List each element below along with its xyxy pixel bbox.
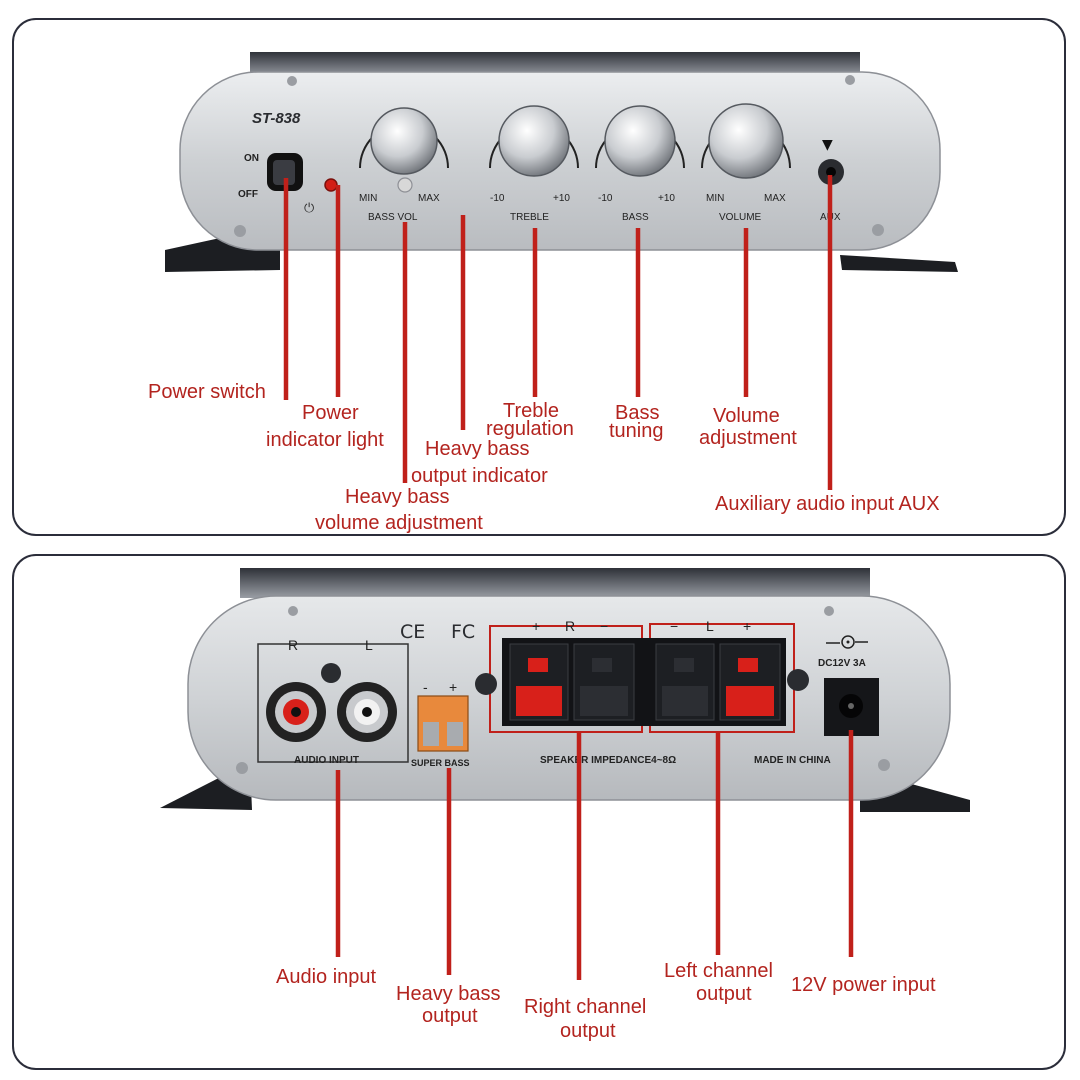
screw-icon <box>824 606 834 616</box>
bass-knob[interactable] <box>595 105 685 177</box>
treble-max-label: +10 <box>553 193 570 204</box>
power-symbol-icon: ⏻ <box>304 201 314 216</box>
super-bass-label: SUPER BASS <box>411 758 470 768</box>
callout-bass-volume-line1: Heavy bass <box>345 486 450 508</box>
callout-bass-indicator-line2: output indicator <box>411 465 548 487</box>
callout-bass-indicator-line1: Heavy bass <box>425 438 530 460</box>
callout-heavy-bass-line2: output <box>422 1005 478 1027</box>
callout-right-channel-line2: output <box>560 1020 616 1042</box>
treble-knob[interactable] <box>489 105 579 177</box>
screw-icon <box>321 663 341 683</box>
aux-arrow-icon: ▼ <box>822 137 833 153</box>
model-label: ST-838 <box>252 110 301 127</box>
volume-knob[interactable] <box>701 103 791 179</box>
spk-l-label: L <box>706 618 714 634</box>
screw-icon <box>234 225 246 237</box>
treble-name-label: TREBLE <box>510 212 549 223</box>
audio-input-frame <box>257 643 409 763</box>
screw-icon <box>787 669 809 691</box>
impedance-label: SPEAKER IMPEDANCE4~8Ω <box>540 755 676 766</box>
callout-treble-line2: regulation <box>486 418 574 440</box>
rear-callout-lines <box>335 730 854 980</box>
spk-l-plus-clip[interactable] <box>719 643 781 721</box>
spk-r-label: R <box>565 618 575 634</box>
audio-input-label: AUDIO INPUT <box>294 755 359 766</box>
front-heatsink-fins <box>250 52 860 74</box>
spk-r-minus-label: − <box>600 618 608 634</box>
screw-icon <box>878 759 890 771</box>
callout-heavy-bass-line1: Heavy bass <box>396 983 501 1005</box>
front-device: ST-838 ON OFF ⏻ MIN MAX BASS VO <box>165 52 958 272</box>
rear-device: CE FC R L AUDIO INPUT - + SUPER BASS <box>160 568 970 812</box>
ce-mark-icon: CE <box>400 621 425 643</box>
dc-rating-label: DC12V 3A <box>818 658 866 669</box>
spk-l-plus-label: + <box>743 618 751 634</box>
rear-heatsink-fins <box>240 568 870 598</box>
dc-polarity-icon <box>826 635 868 649</box>
callout-audio-input: Audio input <box>276 966 377 988</box>
callout-power-light-line1: Power <box>302 402 359 424</box>
switch-off-label: OFF <box>238 189 258 200</box>
spk-r-plus-clip[interactable] <box>509 643 569 721</box>
screw-icon <box>236 762 248 774</box>
screw-icon <box>475 673 497 695</box>
dc-power-jack[interactable] <box>824 678 879 736</box>
callout-power-switch: Power switch <box>148 381 266 403</box>
bass-vol-max-label: MAX <box>418 193 440 204</box>
bass-vol-knob[interactable] <box>359 107 449 175</box>
super-bass-minus-label: - <box>423 679 428 695</box>
screw-icon <box>288 606 298 616</box>
spk-r-plus-label: + <box>532 618 540 634</box>
fc-mark-icon: FC <box>451 621 475 643</box>
callout-power-light-line2: indicator light <box>266 429 384 451</box>
callout-bass-tuning-line1: Bass <box>615 402 660 424</box>
bass-max-label: +10 <box>658 193 675 204</box>
callout-bass-tuning-line2: tuning <box>609 420 664 442</box>
screw-icon <box>872 224 884 236</box>
callout-left-channel-line1: Left channel <box>664 960 773 982</box>
spk-l-minus-label: − <box>670 618 678 634</box>
volume-max-label: MAX <box>764 193 786 204</box>
callout-aux-input: Auxiliary audio input AUX <box>715 493 940 515</box>
front-right-foot <box>840 255 958 272</box>
bass-min-label: -10 <box>598 193 613 204</box>
screw-icon <box>287 76 297 86</box>
callout-volume-line2: adjustment <box>699 427 797 449</box>
volume-name-label: VOLUME <box>719 212 762 223</box>
made-in-label: MADE IN CHINA <box>754 755 831 766</box>
callout-right-channel-line1: Right channel <box>524 996 647 1018</box>
switch-on-label: ON <box>244 153 259 164</box>
bass-output-indicator-light <box>397 177 413 193</box>
audio-l-label: L <box>365 637 373 653</box>
callout-volume-line1: Volume <box>713 405 780 427</box>
callout-left-channel-line2: output <box>696 983 752 1005</box>
callout-treble-line1: Treble <box>503 400 559 422</box>
bass-name-label: BASS <box>622 212 649 223</box>
spk-r-minus-clip[interactable] <box>573 643 635 721</box>
bass-vol-min-label: MIN <box>359 193 377 204</box>
bass-vol-name-label: BASS VOL <box>368 212 418 223</box>
rca-left-jack[interactable] <box>337 682 397 742</box>
screw-icon <box>845 75 855 85</box>
front-callout-lines <box>283 175 833 490</box>
callout-power-input: 12V power input <box>791 974 936 996</box>
volume-min-label: MIN <box>706 193 724 204</box>
audio-r-label: R <box>288 637 298 653</box>
super-bass-plus-label: + <box>449 679 457 695</box>
spk-l-minus-clip[interactable] <box>655 643 715 721</box>
super-bass-terminal[interactable] <box>417 695 469 752</box>
callout-bass-volume-line2: volume adjustment <box>315 512 483 534</box>
treble-min-label: -10 <box>490 193 505 204</box>
rca-right-jack[interactable] <box>266 682 326 742</box>
